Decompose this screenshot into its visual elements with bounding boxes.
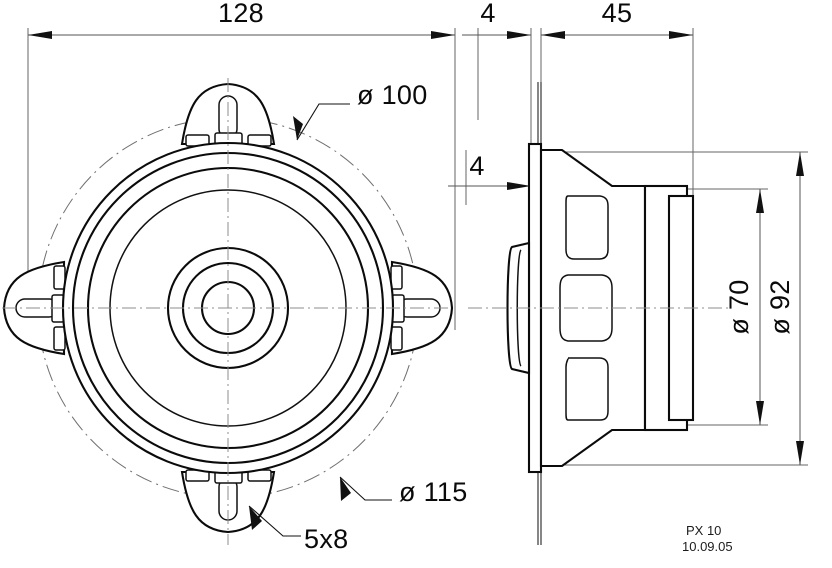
- dimension-label-basket-diameter: ø 92: [765, 279, 795, 334]
- arrow-head-leader: [249, 506, 262, 530]
- side-view: [468, 82, 730, 545]
- arrow-head-leader: [340, 477, 351, 501]
- arrow-head-left: [28, 31, 52, 39]
- arrow-head-right: [431, 31, 455, 39]
- title-block: PX 10 10.09.05: [682, 523, 733, 554]
- arrow-head-right: [669, 31, 693, 39]
- basket-window-bottom: [565, 357, 609, 421]
- arrow-head-top: [756, 189, 764, 213]
- dimension-overall-width-128: 128: [27, 0, 456, 330]
- arrow-head-bottom: [796, 441, 804, 465]
- leader-mounting-slot-5x8: 5x8: [248, 505, 348, 554]
- dimension-label-front-plate-offset: 4: [469, 151, 484, 181]
- dimension-label-overall-width: 128: [218, 0, 264, 28]
- dimension-label-magnet-diameter: ø 70: [724, 279, 754, 334]
- dimension-label-depth: 45: [602, 0, 633, 28]
- arrow-head-right: [507, 182, 531, 190]
- dimension-label-mounting-slot: 5x8: [304, 524, 348, 554]
- dimension-label-bolt-circle: ø 115: [399, 477, 468, 507]
- leader-cutout-diameter-100: ø 100: [293, 80, 428, 141]
- dimension-label-cutout-diameter: ø 100: [357, 80, 428, 110]
- arrow-head-right: [507, 31, 531, 39]
- basket-window-top: [565, 195, 609, 260]
- title-block-part-code: PX 10: [686, 523, 721, 538]
- arrow-head-top: [796, 152, 804, 176]
- dimension-basket-diameter-92: ø 92: [556, 151, 808, 466]
- arrow-head-bottom: [756, 401, 764, 425]
- dimension-label-flange-thickness: 4: [480, 0, 495, 28]
- front-view: [2, 78, 454, 545]
- basket-window-middle: [559, 274, 613, 342]
- leader-bolt-circle-115: ø 115: [339, 476, 468, 507]
- arrow-head-leader: [293, 116, 303, 140]
- arrow-head-left: [541, 31, 565, 39]
- title-block-date: 10.09.05: [682, 539, 733, 554]
